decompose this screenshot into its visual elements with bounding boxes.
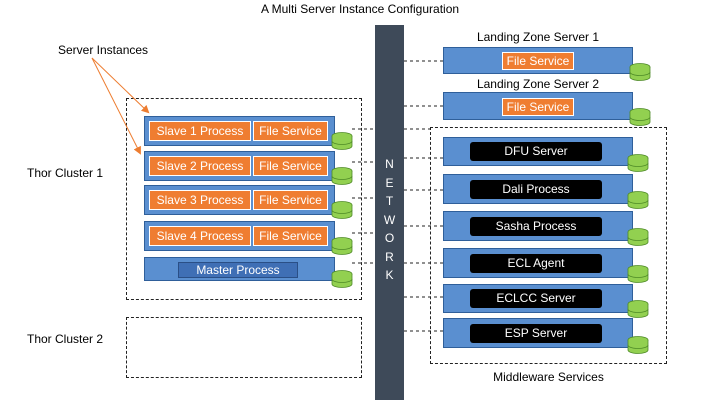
network-letter: E [385, 175, 394, 190]
landing-zone-2-file-service: File Service [502, 98, 574, 116]
thor-cluster-1-label: Thor Cluster 1 [27, 166, 104, 180]
network-label: N E T W O R K [375, 155, 404, 285]
slave-1-node: Slave 1 Process File Service [144, 116, 335, 146]
diagram-title: A Multi Server Instance Configuration [260, 2, 460, 16]
eclcc-server: ECLCC Server [470, 289, 602, 308]
slave-3-node: Slave 3 Process File Service [144, 185, 335, 215]
slave-4-process: Slave 4 Process [149, 226, 251, 246]
slave-1-file-service: File Service [253, 121, 328, 141]
middleware-label: Middleware Services [493, 370, 604, 384]
landing-zone-2-node: File Service [443, 92, 633, 120]
sasha-process: Sasha Process [470, 217, 602, 236]
slave-2-file-service: File Service [253, 156, 328, 176]
middleware-server-node: Dali Process [443, 174, 633, 204]
thor-cluster-2-boundary [126, 317, 362, 378]
middleware-boundary [430, 127, 667, 364]
slave-2-process: Slave 2 Process [149, 156, 251, 176]
slave-4-file-service: File Service [253, 226, 328, 246]
arrow-icon [91, 57, 150, 155]
network-links-right [404, 60, 443, 332]
dali-process: Dali Process [470, 180, 602, 199]
landing-zone-1-node: File Service [443, 47, 633, 74]
network-letter: T [385, 194, 394, 208]
master-node: Master Process [144, 257, 335, 281]
server-instances-annotation: Server Instances [58, 43, 149, 57]
slave-4-node: Slave 4 Process File Service [144, 221, 335, 251]
dfu-server: DFU Server [470, 142, 602, 161]
landing-zone-1-file-service: File Service [502, 52, 574, 70]
network-links-left [352, 128, 375, 264]
ecl-agent: ECL Agent [470, 254, 602, 273]
network-letter: O [384, 231, 395, 245]
esp-server: ESP Server [470, 324, 602, 343]
landing-zone-2-label: Landing Zone Server 2 [476, 77, 600, 91]
master-process: Master Process [178, 262, 298, 278]
slave-3-process: Slave 3 Process [149, 190, 251, 210]
middleware-server-node: ESP Server [443, 318, 633, 348]
middleware-server-node: ECLCC Server [443, 284, 633, 313]
slave-2-node: Slave 2 Process File Service [144, 151, 335, 181]
network-letter: N [385, 157, 394, 171]
middleware-server-node: ECL Agent [443, 248, 633, 278]
middleware-server-node: DFU Server [443, 137, 633, 166]
network-letter: R [385, 249, 394, 264]
network-bar: N E T W O R K [375, 25, 404, 400]
thor-cluster-2-label: Thor Cluster 2 [27, 332, 104, 346]
network-letter: W [383, 212, 396, 227]
landing-zone-1-label: Landing Zone Server 1 [476, 30, 600, 44]
middleware-server-node: Sasha Process [443, 211, 633, 241]
network-letter: K [385, 268, 394, 282]
slave-3-file-service: File Service [253, 190, 328, 210]
slave-1-process: Slave 1 Process [149, 121, 251, 141]
thor-cluster-1-boundary [126, 98, 362, 300]
